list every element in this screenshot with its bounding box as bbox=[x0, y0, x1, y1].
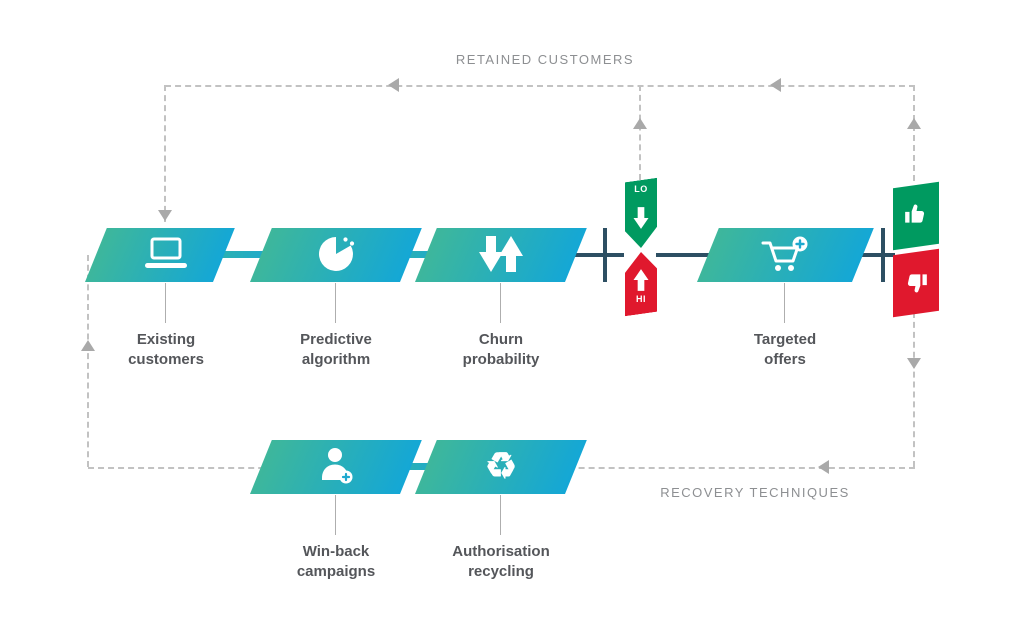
label-line: Predictive bbox=[300, 331, 372, 348]
label-connector bbox=[335, 495, 336, 535]
arrowhead-left-icon bbox=[770, 78, 781, 92]
recycle-glyph: ♻ bbox=[484, 445, 518, 486]
node-label-authorisation-recycling: Authorisation recycling bbox=[421, 542, 581, 583]
recovery-loop-right-line bbox=[913, 312, 915, 467]
retained-loop-right-riser bbox=[913, 85, 915, 181]
connector-split-bracket bbox=[603, 228, 607, 282]
node-label-winback-campaigns: Win-back campaigns bbox=[256, 542, 416, 583]
label-connector bbox=[500, 495, 501, 535]
label-connector bbox=[165, 283, 166, 323]
node-label-churn-probability: Churn probability bbox=[421, 330, 581, 371]
arrowhead-left-icon bbox=[388, 78, 399, 92]
connector-churn-to-split bbox=[560, 253, 624, 257]
connector-winback-to-recycling bbox=[400, 463, 436, 470]
connector-outcome-bracket bbox=[881, 228, 885, 282]
arrow-up-icon bbox=[633, 267, 649, 293]
label-line: algorithm bbox=[301, 351, 371, 369]
label-line: offers bbox=[764, 351, 806, 369]
label-connector bbox=[500, 283, 501, 323]
retained-loop-top-line bbox=[165, 85, 915, 87]
laptop-icon bbox=[143, 237, 189, 271]
label-line: Targeted bbox=[753, 331, 817, 348]
label-line: probability bbox=[462, 351, 540, 369]
arrowhead-up-icon bbox=[907, 118, 921, 129]
label-line: Win-back bbox=[302, 543, 370, 560]
retained-loop-lo-riser bbox=[639, 85, 641, 180]
arrowhead-down-icon bbox=[158, 210, 172, 221]
arrowhead-up-icon bbox=[81, 340, 95, 351]
label-line: Churn bbox=[478, 331, 524, 348]
lo-label: LO bbox=[634, 184, 648, 194]
cart-plus-icon bbox=[761, 235, 809, 275]
label-line: Existing bbox=[136, 331, 196, 348]
hi-label: HI bbox=[636, 294, 646, 304]
arrowhead-down-icon bbox=[907, 358, 921, 369]
recovery-techniques-label: RECOVERY TECHNIQUES bbox=[660, 485, 850, 500]
arrowhead-up-icon bbox=[633, 118, 647, 129]
label-line: customers bbox=[128, 351, 204, 369]
label-connector bbox=[335, 283, 336, 323]
arrowhead-left-icon bbox=[818, 460, 829, 474]
retained-customers-label: RETAINED CUSTOMERS bbox=[455, 52, 635, 67]
person-plus-icon bbox=[316, 446, 356, 486]
label-connector bbox=[784, 283, 785, 323]
connector-existing-to-predictive bbox=[214, 251, 270, 258]
connector-predictive-to-churn bbox=[400, 251, 436, 258]
connector-split-to-offers bbox=[656, 253, 712, 257]
thumbs-down-icon bbox=[903, 270, 929, 296]
label-line: recycling bbox=[468, 563, 534, 581]
recycle-icon: ♻ bbox=[485, 445, 517, 487]
recovery-loop-left-line bbox=[87, 255, 89, 467]
arrow-down-icon bbox=[633, 205, 649, 231]
connector-offers-to-outcome bbox=[845, 253, 895, 257]
node-label-targeted-offers: Targeted offers bbox=[705, 330, 865, 371]
node-label-existing-customers: Existing customers bbox=[86, 330, 246, 371]
thumbs-up-icon bbox=[903, 201, 929, 227]
node-label-predictive-algorithm: Predictive algorithm bbox=[256, 330, 416, 371]
pie-chart-icon bbox=[316, 234, 356, 274]
up-down-arrows-icon bbox=[476, 234, 526, 274]
retained-loop-left-line bbox=[164, 85, 166, 222]
label-line: campaigns bbox=[296, 563, 376, 581]
label-line: Authorisation bbox=[452, 543, 550, 560]
